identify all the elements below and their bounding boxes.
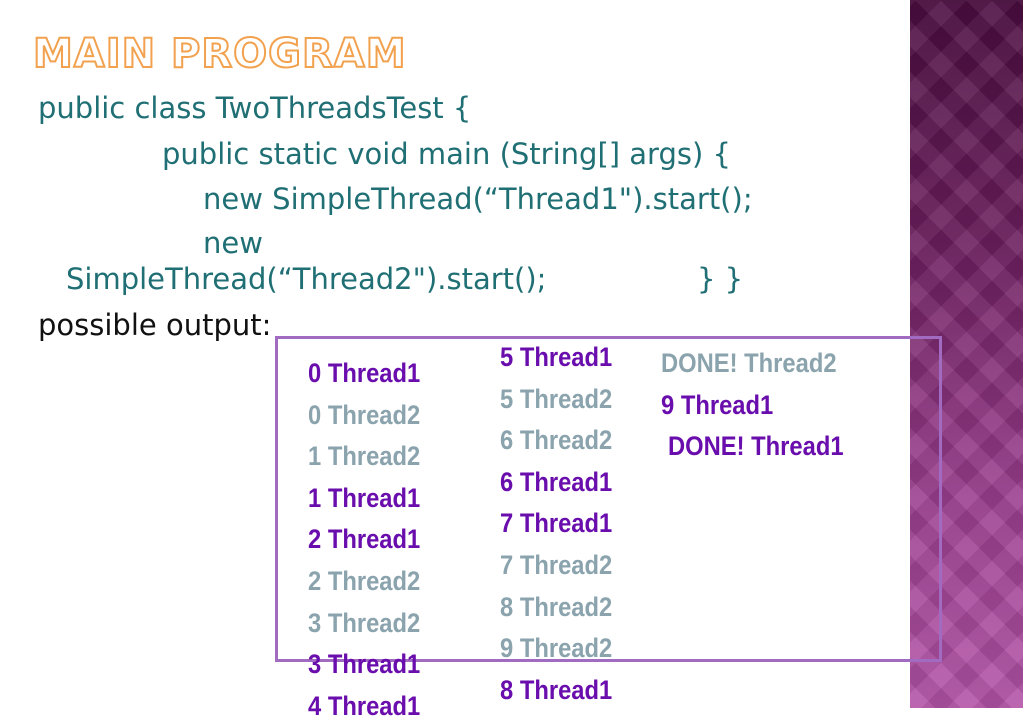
output-line: 2 Thread2: [308, 566, 421, 596]
decorative-sidebar: [910, 0, 1023, 708]
output-line: 8 Thread2: [500, 592, 613, 622]
output-line: 6 Thread2: [500, 425, 613, 455]
output-line: 5 Thread2: [500, 384, 613, 414]
code-line-class-decl: public class TwoThreadsTest {: [38, 91, 472, 125]
output-line: 0 Thread1: [308, 358, 421, 388]
slide-title: MAIN PROGRAM: [32, 30, 407, 78]
output-line: DONE! Thread1: [668, 431, 844, 461]
output-box: [275, 336, 942, 662]
output-line: 1 Thread2: [308, 441, 421, 471]
output-line: 3 Thread2: [308, 608, 421, 638]
output-line: 0 Thread2: [308, 400, 421, 430]
output-line: 9 Thread1: [661, 390, 774, 420]
output-line: DONE! Thread2: [661, 348, 837, 378]
output-line: 5 Thread1: [500, 342, 613, 372]
output-line: 3 Thread1: [308, 649, 421, 679]
code-line-main-decl: public static void main (String[] args) …: [162, 137, 731, 171]
output-line: 2 Thread1: [308, 524, 421, 554]
code-line-new-keyword: new: [203, 226, 263, 260]
possible-output-label: possible output:: [38, 308, 272, 342]
code-line-closing-braces: } }: [697, 262, 744, 296]
code-line-thread2-start: SimpleThread(“Thread2").start();: [66, 262, 547, 296]
output-line: 7 Thread1: [500, 508, 613, 538]
output-line: 8 Thread1: [500, 675, 613, 705]
output-line: 1 Thread1: [308, 483, 421, 513]
output-line: 7 Thread2: [500, 550, 613, 580]
output-line: 6 Thread1: [500, 467, 613, 497]
output-line: 4 Thread1: [308, 691, 421, 721]
code-line-thread1-start: new SimpleThread(“Thread1").start();: [203, 182, 753, 216]
output-line: 9 Thread2: [500, 633, 613, 663]
